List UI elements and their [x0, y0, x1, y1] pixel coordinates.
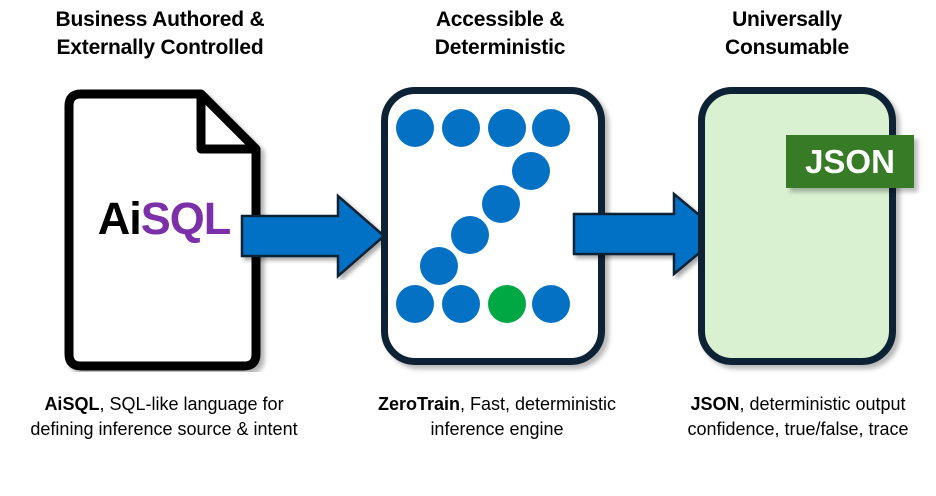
json-output-panel	[698, 87, 896, 365]
stage-header-zerotrain: Accessible & Deterministic	[360, 6, 640, 61]
z-logo-dot	[532, 109, 570, 147]
stage-caption-json-text: , deterministic output confidence, true/…	[687, 394, 909, 439]
stage-caption-zerotrain: ZeroTrain, Fast, deterministic inference…	[352, 392, 642, 442]
stage-header-aisql: Business Authored & Externally Controlle…	[20, 6, 300, 61]
stage-caption-zerotrain-term: ZeroTrain	[377, 394, 460, 414]
z-logo-dot	[512, 152, 550, 190]
z-logo-dot-accent	[488, 285, 526, 323]
stage-header-zerotrain-line1: Accessible &	[435, 8, 565, 31]
stage-header-json: Universally Consumable	[652, 6, 922, 61]
z-logo-dot	[442, 285, 480, 323]
json-badge-label: JSON	[805, 142, 895, 180]
aisql-wordmark: AiSQL	[66, 196, 262, 241]
document-page-icon	[58, 82, 270, 372]
stage-caption-json-term: JSON	[690, 394, 740, 414]
json-badge: JSON	[786, 135, 914, 188]
stage-caption-aisql: AiSQL, SQL-like language for defining in…	[14, 392, 314, 442]
stage-caption-zerotrain-text: , Fast, deterministic inference engine	[430, 394, 617, 439]
stage-header-json-line2: Consumable	[724, 35, 850, 59]
arrow-aisql-to-zerotrain	[238, 192, 390, 280]
stage-caption-json: JSON, deterministic output confidence, t…	[664, 392, 932, 442]
stage-header-aisql-line2: Externally Controlled	[56, 35, 264, 59]
aisql-wordmark-suffix: SQL	[140, 193, 232, 244]
z-logo-dot	[451, 216, 489, 254]
stage-header-aisql-line1: Business Authored &	[55, 8, 265, 31]
stage-header-json-line1: Universally	[732, 8, 842, 31]
z-logo-dot	[488, 109, 526, 147]
z-logo-dot	[396, 285, 434, 323]
stage-caption-aisql-term: AiSQL	[44, 394, 100, 414]
z-logo-dot	[482, 185, 520, 223]
z-logo-dot	[420, 247, 458, 285]
aisql-wordmark-prefix: Ai	[97, 193, 142, 244]
stage-header-zerotrain-line2: Deterministic	[434, 35, 566, 59]
zerotrain-logo-panel	[381, 87, 605, 365]
stage-caption-aisql-text: , SQL-like language for defining inferen…	[30, 394, 298, 439]
z-logo-dot	[532, 285, 570, 323]
z-logo-dot	[442, 109, 480, 147]
z-logo-dot	[396, 109, 434, 147]
